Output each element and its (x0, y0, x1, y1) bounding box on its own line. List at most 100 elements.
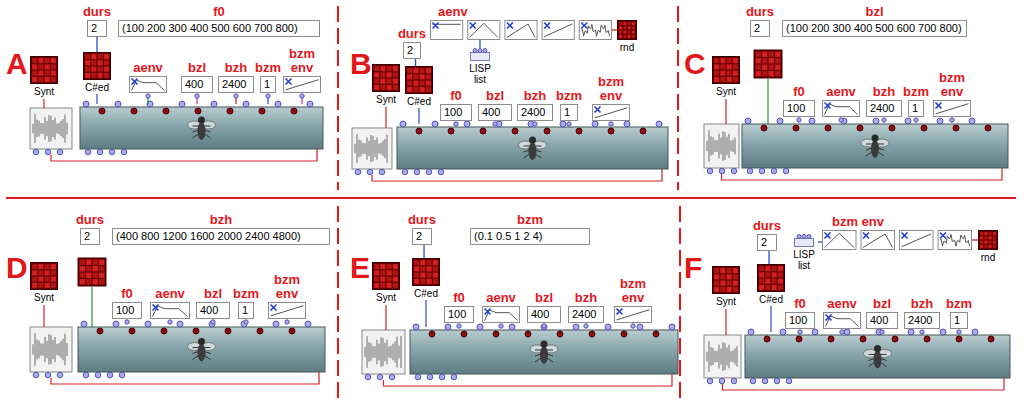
fly-icon (188, 117, 216, 141)
synth-cord (43, 305, 44, 327)
icon-cell (714, 281, 719, 286)
icon-cell (86, 279, 91, 284)
fly-leg (878, 144, 884, 145)
waveform (709, 130, 710, 162)
value-text: (0.1 0.5 1 2 4) (470, 228, 590, 245)
value-box: durs2 (76, 213, 104, 245)
waveform (33, 124, 34, 133)
waveform (729, 134, 730, 158)
icon-cell (374, 270, 379, 275)
fly-leg (866, 152, 872, 156)
icon-frame (31, 263, 58, 290)
value-box: f0(100 200 300 400 500 600 700 800) (118, 5, 320, 37)
fly-head (872, 135, 879, 142)
synth-module (397, 121, 668, 175)
synth-cord (385, 305, 386, 330)
outlet (920, 330, 924, 334)
icon-cell (380, 283, 385, 288)
outlet (109, 149, 115, 155)
patch-icon: Synt (712, 266, 740, 307)
envelope-frame (823, 101, 860, 117)
icon-cell (756, 71, 761, 76)
icon-cell (759, 279, 764, 284)
icon-cell (387, 85, 392, 90)
waveform (41, 123, 42, 134)
outlet (707, 378, 713, 384)
outlet (83, 372, 89, 378)
icon-cell (989, 241, 992, 244)
value-box: bzl(100 200 300 400 500 600 700 800) (782, 5, 967, 37)
inlet (809, 118, 815, 124)
waveform (735, 348, 736, 364)
inlet (145, 321, 151, 327)
inlet (860, 336, 866, 342)
inlet (873, 118, 879, 124)
waveform (383, 141, 384, 156)
icon-cell (993, 236, 996, 239)
icon-cell (413, 68, 418, 73)
icon-cell (720, 274, 725, 279)
icon-cell (427, 266, 432, 271)
icon-cell (45, 58, 50, 63)
inlet-label: bzm env (614, 277, 652, 305)
icon-cell (756, 58, 761, 63)
inlet (429, 331, 435, 337)
waveform (707, 352, 708, 362)
inlet (777, 118, 783, 124)
icon-cell (775, 58, 780, 63)
icon-cell (720, 281, 725, 286)
envelope-editor (268, 302, 306, 319)
icon-cell (619, 35, 622, 38)
outlet (542, 324, 546, 328)
output-cord (372, 169, 662, 181)
icon-cell (104, 60, 109, 65)
icon-cell (993, 232, 996, 235)
icon-cell (727, 64, 732, 69)
icon-cell (38, 283, 43, 288)
icon-cell (51, 270, 56, 275)
waveform (355, 144, 356, 153)
patch-icon: Synt (372, 64, 400, 105)
value-text: 1 (908, 100, 924, 117)
inlet-label: bzm (556, 89, 582, 103)
fly-leg (547, 350, 553, 351)
outlet (389, 374, 395, 380)
waveform (363, 143, 364, 154)
patch-cord (479, 40, 480, 48)
icon-cell (98, 60, 103, 65)
breakpoint-marker (595, 107, 601, 113)
fly-head (198, 117, 205, 124)
icon-caption: LISP list (791, 249, 817, 271)
icon-frame (373, 263, 400, 290)
outlet (414, 169, 420, 175)
inlet (608, 128, 614, 134)
icon-cell (623, 35, 626, 38)
icon-cell (628, 26, 631, 29)
waveform (65, 334, 66, 366)
inlet (227, 108, 233, 114)
envelope-frame (900, 231, 934, 250)
inlet-label: bzl (486, 89, 504, 103)
icon-cell (714, 77, 719, 82)
icon-cell (778, 285, 783, 290)
icon-cell (407, 87, 412, 92)
icon-caption: LISP list (467, 63, 493, 85)
inlet (621, 331, 627, 337)
icon-cell (387, 66, 392, 71)
icon-cell (393, 72, 398, 77)
icon-cell (45, 277, 50, 282)
outlet (797, 118, 801, 122)
inlet (576, 128, 582, 134)
value-text: (400 800 1200 1600 2000 2400 4800) (112, 228, 330, 245)
outlet (786, 378, 792, 384)
waveform (719, 345, 720, 369)
icon-cell (32, 264, 37, 269)
outlet (266, 94, 270, 98)
icon-cell (714, 274, 719, 279)
icon-cell (98, 54, 103, 59)
outlet (747, 168, 753, 174)
inlet (953, 125, 959, 131)
inlet (956, 336, 962, 342)
inlet-label: aenv (826, 85, 856, 99)
inlet (844, 329, 850, 335)
